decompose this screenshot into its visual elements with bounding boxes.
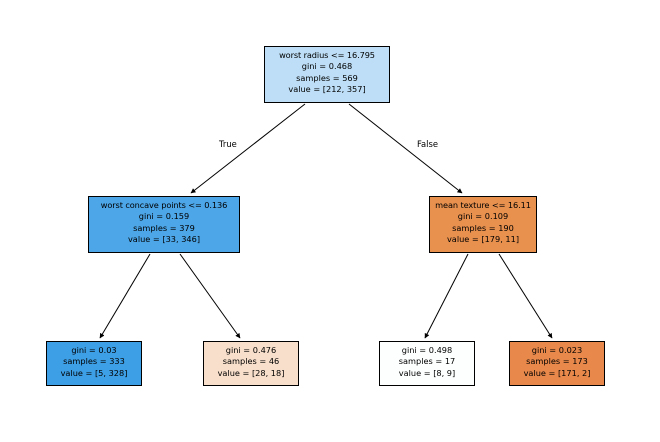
node-samples: samples = 190 [452, 222, 514, 233]
tree-node-right[interactable]: mean texture <= 16.11 gini = 0.109 sampl… [429, 196, 537, 253]
node-gini: gini = 0.023 [531, 345, 583, 355]
node-condition: mean texture <= 16.11 [435, 200, 531, 210]
tree-leaf-4[interactable]: gini = 0.023 samples = 173 value = [171,… [509, 341, 605, 386]
node-value: value = [28, 18] [217, 367, 285, 378]
tree-leaf-2[interactable]: gini = 0.476 samples = 46 value = [28, 1… [203, 341, 299, 386]
node-gini: gini = 0.159 [138, 211, 190, 222]
node-value: value = [8, 9] [398, 367, 456, 378]
node-condition: worst radius <= 16.795 [279, 50, 375, 60]
edge-right-leaf4 [498, 253, 553, 339]
node-value: value = [5, 328] [60, 367, 128, 378]
edge-root-right [348, 103, 463, 194]
edge-left-leaf1 [99, 253, 151, 339]
edge-label-false: False [417, 139, 439, 149]
edge-root-left [190, 103, 306, 194]
edge-right-leaf3 [424, 253, 469, 339]
node-gini: gini = 0.109 [457, 211, 509, 222]
node-samples: samples = 379 [133, 222, 195, 233]
node-value: value = [179, 11] [446, 234, 520, 245]
tree-node-root[interactable]: worst radius <= 16.795 gini = 0.468 samp… [264, 46, 390, 103]
node-condition: worst concave points <= 0.136 [100, 200, 228, 210]
node-value: value = [33, 346] [127, 234, 201, 245]
node-samples: samples = 17 [398, 356, 456, 367]
tree-leaf-3[interactable]: gini = 0.498 samples = 17 value = [8, 9] [379, 341, 475, 386]
edge-label-true: True [219, 139, 237, 149]
node-samples: samples = 569 [296, 72, 358, 83]
node-gini: gini = 0.476 [225, 345, 277, 355]
node-gini: gini = 0.468 [301, 61, 353, 72]
tree-node-left[interactable]: worst concave points <= 0.136 gini = 0.1… [88, 196, 240, 253]
node-gini: gini = 0.03 [71, 345, 117, 355]
edge-left-leaf2 [179, 253, 241, 339]
node-value: value = [212, 357] [288, 84, 366, 95]
node-samples: samples = 333 [63, 356, 125, 367]
node-gini: gini = 0.498 [401, 345, 453, 355]
node-samples: samples = 173 [526, 356, 588, 367]
node-samples: samples = 46 [222, 356, 280, 367]
node-value: value = [171, 2] [523, 367, 591, 378]
tree-leaf-1[interactable]: gini = 0.03 samples = 333 value = [5, 32… [46, 341, 142, 386]
